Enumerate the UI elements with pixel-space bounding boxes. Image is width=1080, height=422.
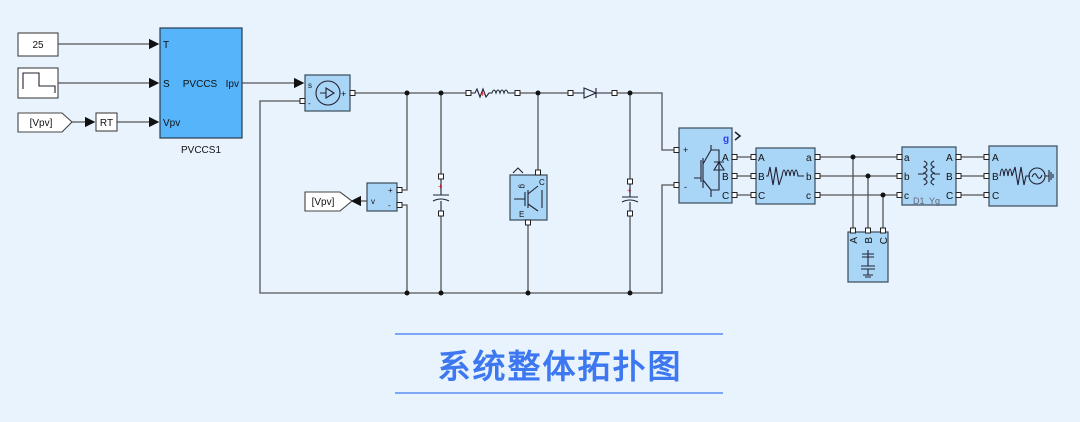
dc-link-capacitor[interactable]: + [621,178,639,217]
voltage-measurement-block[interactable]: v + - [366,182,403,212]
controlled-current-source[interactable]: s - + [299,74,356,112]
svg-text:T: T [163,40,169,51]
svg-text:+: + [438,182,443,191]
svg-text:a: a [806,153,812,164]
svg-text:+: + [480,89,485,99]
grid-source-icon [999,166,1054,186]
svg-text:C: C [758,191,765,202]
pv-array-block[interactable]: T S Vpv PVCCS Ipv PVCCS1 [159,27,243,156]
svg-text:C: C [722,191,729,202]
svg-text:s: s [308,81,312,90]
svg-text:g: g [518,184,527,188]
igbt-diode-icon [694,145,725,197]
svg-text:b: b [904,172,910,183]
svg-text:A: A [992,153,999,164]
three-phase-rc-load[interactable]: A B C [847,227,890,283]
temperature-constant-block[interactable]: 25 [17,32,59,57]
svg-text:B: B [758,172,765,183]
svg-text:Ipv: Ipv [226,79,239,90]
svg-text:D1: D1 [913,196,925,206]
boost-diode[interactable] [567,87,618,99]
svg-text:B: B [864,237,875,244]
svg-text:S: S [163,79,170,90]
svg-text:B: B [992,172,999,183]
caption-title: 系统整体拓扑图 [438,348,683,385]
transformer-coils-icon [918,160,940,186]
svg-text:PVCCS: PVCCS [183,79,218,90]
svg-text:+: + [388,186,393,195]
boost-igbt[interactable]: g C E [509,167,548,226]
svg-text:v: v [371,197,375,206]
rl-icon [766,166,804,186]
input-capacitor[interactable]: + [432,173,450,217]
svg-text:g: g [723,134,729,145]
svg-text:A: A [849,237,860,244]
svg-text:A: A [946,153,953,164]
caption: 系统整体拓扑图 [395,333,723,394]
boost-inductor[interactable]: + [465,87,521,99]
svg-text:[Vpv]: [Vpv] [30,118,53,129]
svg-text:25: 25 [32,40,44,51]
three-phase-grid-source[interactable]: A B C [983,145,1058,207]
svg-text:A: A [758,153,765,164]
svg-text:Vpv: Vpv [163,118,180,129]
rc-ground-icon [861,250,875,278]
svg-text:a: a [904,153,910,164]
vpv-from-tag[interactable]: [Vpv] [17,112,73,133]
svg-text:+: + [683,145,688,155]
svg-text:C: C [946,191,953,202]
rate-transition-block[interactable]: RT [95,112,118,132]
svg-text:-: - [684,182,687,192]
step-icon [22,72,56,93]
svg-text:C: C [992,191,999,202]
vpv-goto-tag[interactable]: [Vpv] [304,191,353,212]
svg-text:E: E [519,210,524,219]
svg-text:B: B [946,172,953,183]
svg-text:Yg: Yg [929,196,940,206]
svg-text:RT: RT [100,118,113,129]
signal-lines [58,38,367,207]
svg-text:C: C [539,178,545,187]
svg-text:c: c [904,191,909,202]
svg-text:c: c [806,191,811,202]
current-source-icon [315,80,341,106]
svg-text:b: b [806,172,812,183]
svg-text:-: - [388,201,391,210]
step-block[interactable] [17,67,59,99]
svg-text:+: + [627,186,632,195]
three-phase-transformer[interactable]: a b c A B C D1 Yg [896,146,962,206]
svg-text:B: B [722,172,729,183]
igbt-icon [514,185,543,212]
pv-block-label: PVCCS1 [181,145,221,156]
three-phase-rl-filter[interactable]: A B C a b c [750,147,821,205]
svg-text:C: C [879,237,890,244]
svg-text:+: + [341,89,346,99]
svg-text:-: - [308,99,311,108]
three-phase-inverter[interactable]: + - g A B C [673,127,742,204]
svg-text:[Vpv]: [Vpv] [312,197,335,208]
svg-text:A: A [722,153,729,164]
